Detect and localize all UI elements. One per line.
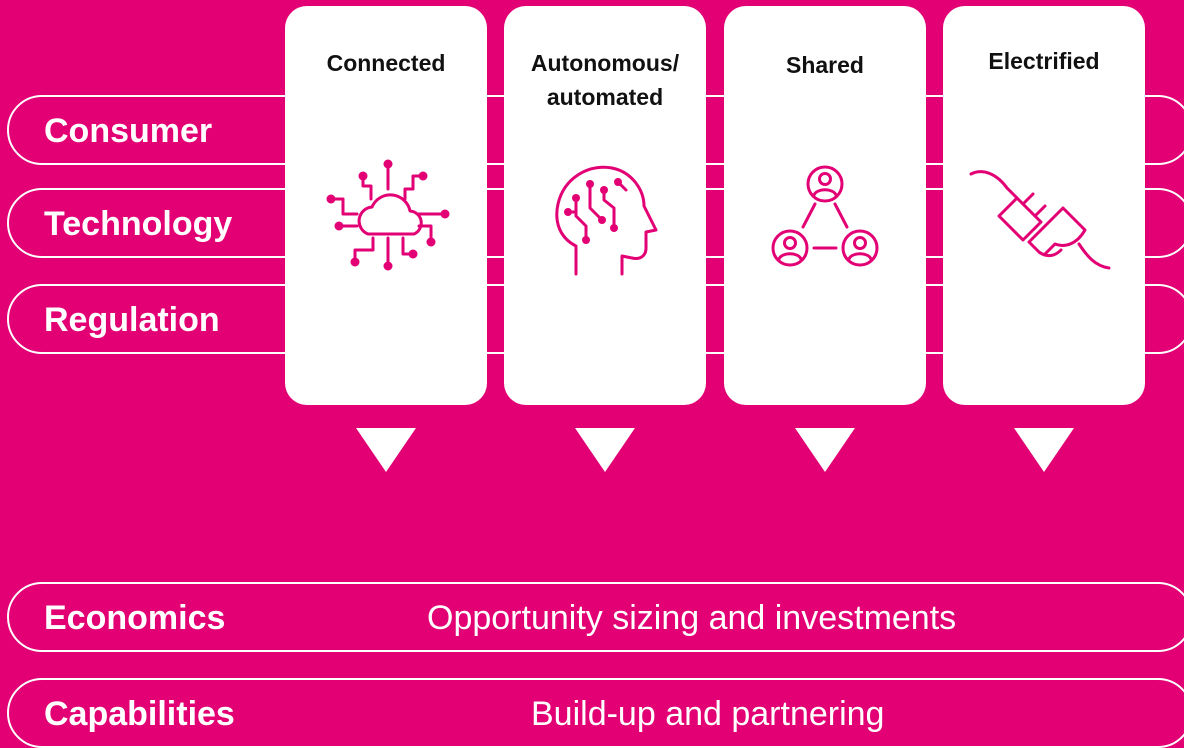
band-label-capabilities: Capabilities bbox=[44, 695, 235, 733]
band-label-regulation: Regulation bbox=[44, 301, 220, 339]
card-title-shared: Shared bbox=[786, 52, 864, 78]
band-label-technology: Technology bbox=[44, 205, 233, 243]
card-connected: Connected bbox=[285, 6, 487, 405]
card-title-connected: Connected bbox=[326, 50, 446, 76]
card-title-electrified: Electrified bbox=[988, 48, 1100, 74]
cloud-network-icon bbox=[326, 159, 450, 271]
plug-icon bbox=[969, 170, 1111, 270]
shared-users-icon bbox=[771, 165, 879, 267]
band-economics bbox=[7, 582, 1184, 652]
card-electrified: Electrified bbox=[943, 6, 1145, 405]
card-title-autonomous: Autonomous/ automated bbox=[530, 50, 680, 110]
card-autonomous: Autonomous/ automated bbox=[504, 6, 706, 405]
capabilities-description: Build-up and partnering bbox=[531, 695, 885, 733]
band-label-economics: Economics bbox=[44, 599, 226, 637]
arrow-down-shared bbox=[795, 428, 855, 472]
arrow-down-autonomous bbox=[575, 428, 635, 472]
ai-head-icon bbox=[555, 165, 658, 276]
arrow-down-connected bbox=[356, 428, 416, 472]
card-shared: Shared bbox=[724, 6, 926, 405]
band-capabilities bbox=[7, 678, 1184, 748]
economics-description: Opportunity sizing and investments bbox=[427, 599, 957, 637]
arrow-down-electrified bbox=[1014, 428, 1074, 472]
band-label-consumer: Consumer bbox=[44, 112, 213, 150]
